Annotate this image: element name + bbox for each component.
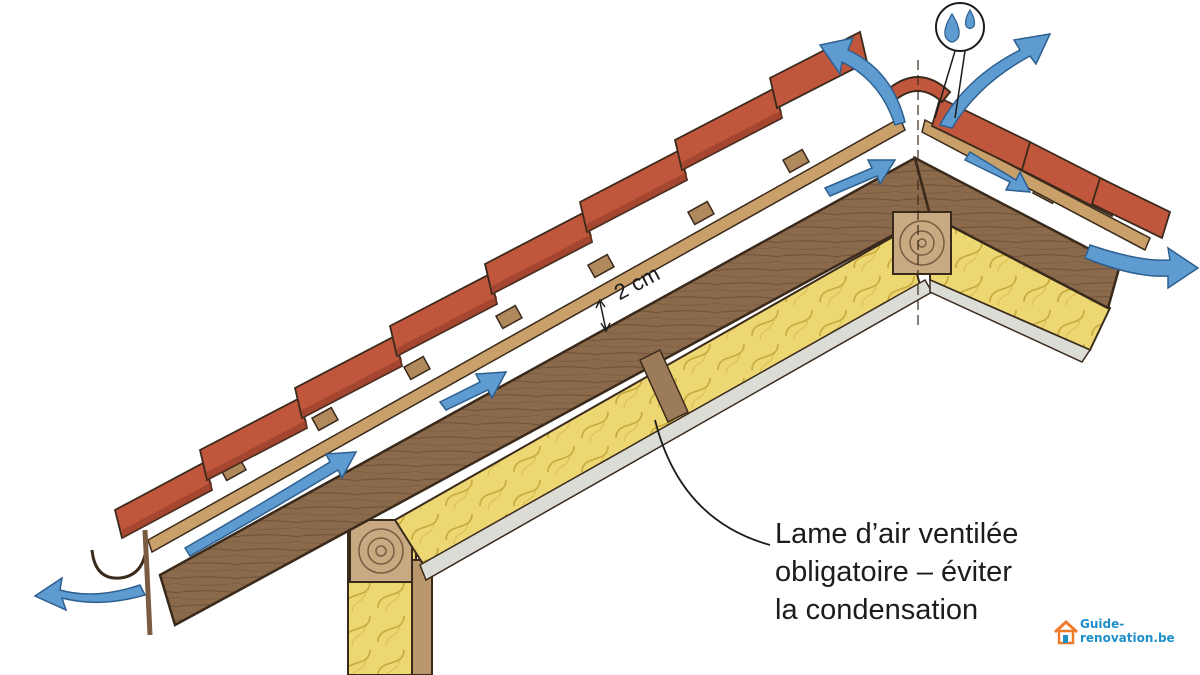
- brand-logo: Guide- renovation.be: [1052, 617, 1192, 651]
- logo-line-2: renovation.be: [1080, 631, 1175, 645]
- house-logo-icon: [1053, 619, 1079, 645]
- caption-text: Lame d’air ventilée obligatoire – éviter…: [775, 515, 1175, 629]
- batten-left: [147, 116, 906, 554]
- caption-leader-line: [654, 419, 771, 546]
- gap-dimension-marker: [595, 298, 611, 333]
- ridge-beam: [892, 211, 952, 275]
- caption-line-1: Lame d’air ventilée: [775, 518, 1019, 550]
- interior-board-right: [929, 278, 1092, 363]
- gutter: [90, 549, 147, 580]
- logo-text: Guide- renovation.be: [1080, 617, 1175, 645]
- insulation-stud: [639, 348, 689, 424]
- logo-line-1: Guide-: [1080, 617, 1125, 631]
- fascia-post: [142, 529, 153, 636]
- air-flow-arrows: [33, 33, 1200, 612]
- water-drops-icon: [934, 2, 985, 119]
- batten-right: [921, 118, 1151, 252]
- caption-line-2: obligatoire – éviter: [775, 556, 1012, 588]
- caption-line-3: la condensation: [775, 594, 979, 626]
- wall-post: [347, 519, 433, 675]
- ridge-cap: [883, 76, 952, 104]
- tile-shadows-left: [122, 110, 782, 538]
- rafter-right: [913, 155, 1122, 310]
